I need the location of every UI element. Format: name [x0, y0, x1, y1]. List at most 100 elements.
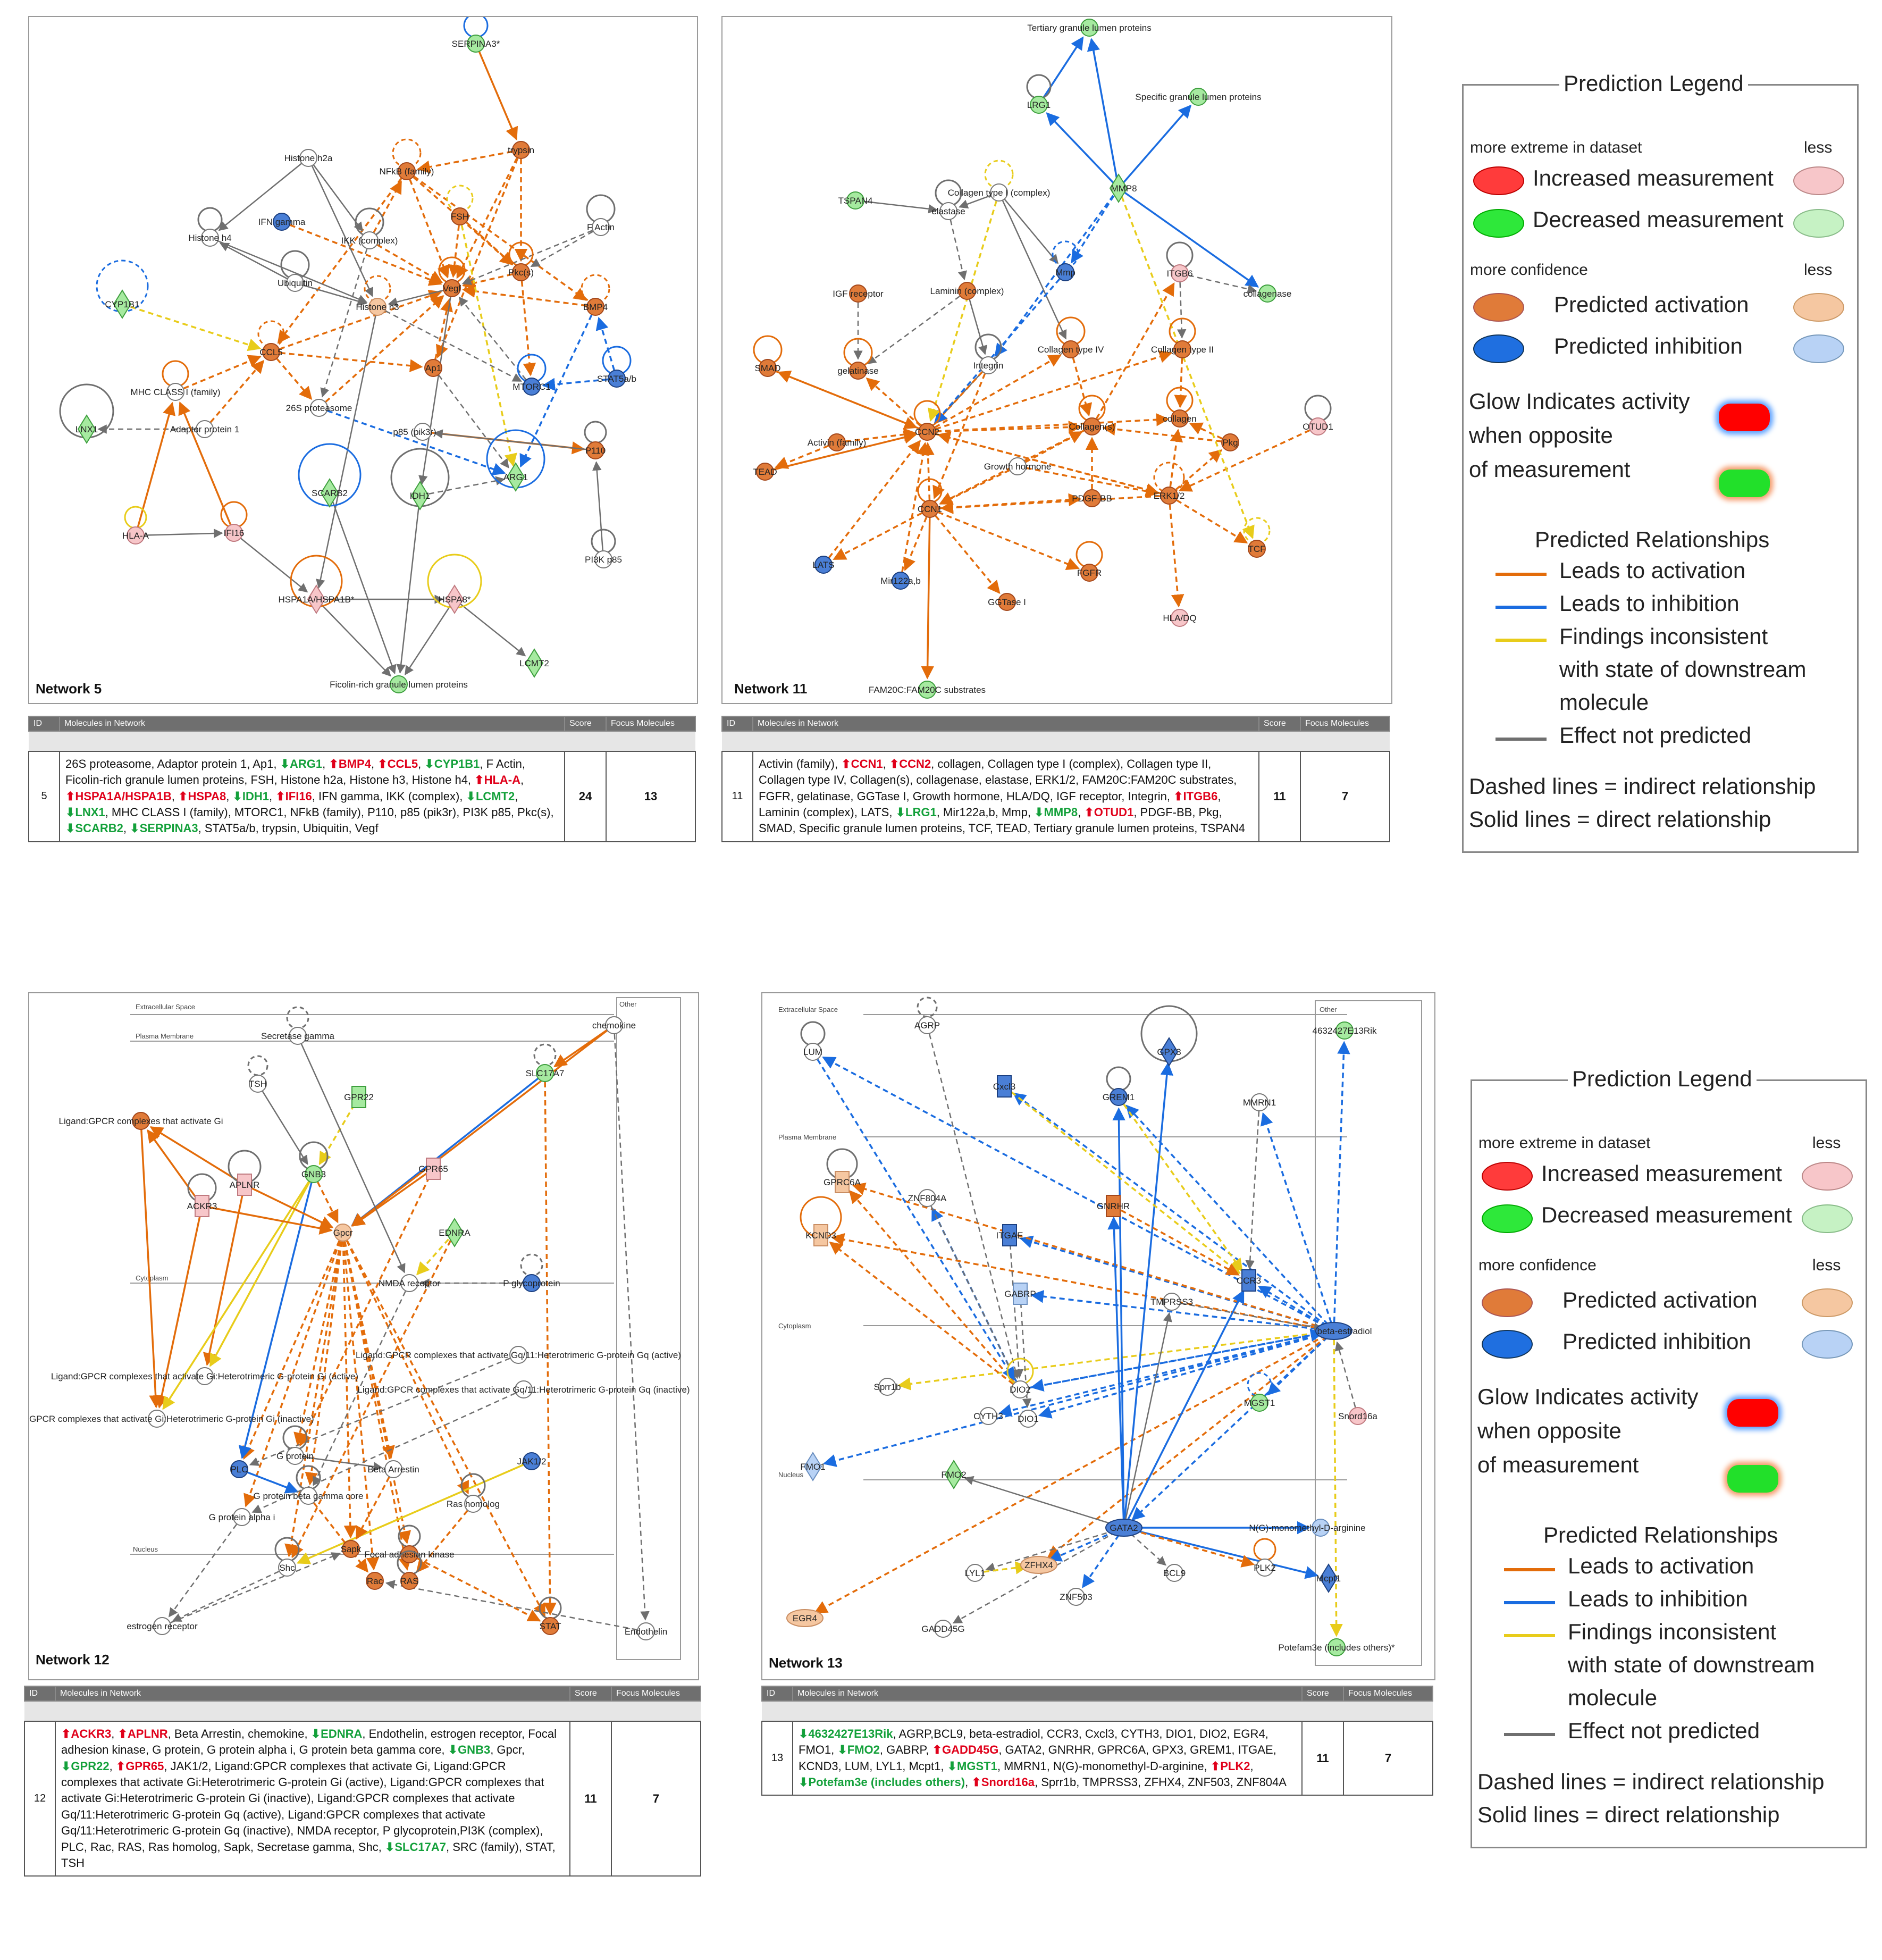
network-node[interactable]: Histone h4: [188, 207, 232, 247]
network-node[interactable]: TSPAN4: [838, 191, 873, 210]
network-node[interactable]: Laminin (complex): [930, 282, 1004, 300]
network-node[interactable]: TMPRSS3: [1150, 1293, 1193, 1311]
network-node[interactable]: GPRC6A: [824, 1148, 861, 1193]
network-node[interactable]: HLA/DQ: [1163, 609, 1197, 627]
network-node[interactable]: collagen: [1163, 387, 1197, 428]
network-node[interactable]: Ligand:GPCR complexes that activate Gi:H…: [29, 1410, 314, 1428]
network-node[interactable]: IFN gamma: [258, 213, 306, 231]
network-node[interactable]: Ligand:GPCR complexes that activate Gi: [59, 1112, 223, 1130]
network-node[interactable]: ZNF804A: [908, 1189, 947, 1207]
network-node[interactable]: collagenase: [1244, 284, 1292, 303]
network-node[interactable]: LUM: [800, 1021, 826, 1061]
network-node[interactable]: LRG1: [1026, 74, 1052, 114]
network-node[interactable]: estrogen receptor: [127, 1617, 198, 1635]
network-node[interactable]: FMO2: [941, 1460, 967, 1489]
network-node[interactable]: Ficolin-rich granule lumen proteins: [330, 675, 468, 693]
network-node[interactable]: SLC17A7: [526, 1043, 565, 1082]
network-node[interactable]: GPX3: [1140, 1005, 1198, 1067]
network-node[interactable]: G protein: [276, 1425, 314, 1465]
network-node[interactable]: RAS: [397, 1550, 422, 1590]
network-node[interactable]: IFI16: [220, 501, 248, 542]
network-graph-b[interactable]: Tertiary granule lumen proteinsLRG1Speci…: [722, 17, 1391, 703]
network-node[interactable]: Snord16a: [1338, 1407, 1377, 1425]
network-node[interactable]: Sapk: [341, 1540, 362, 1558]
network-node[interactable]: CCN1: [917, 478, 943, 518]
network-node[interactable]: Adaptor protein 1: [170, 420, 239, 438]
network-node[interactable]: Pkg: [1221, 433, 1239, 451]
network-node[interactable]: LATS: [812, 556, 835, 574]
network-node[interactable]: FMO1: [800, 1452, 826, 1481]
network-node[interactable]: NMDA receptor: [379, 1274, 441, 1292]
network-node[interactable]: Ubiquitin: [278, 250, 313, 292]
network-node[interactable]: GPR22: [344, 1086, 374, 1108]
network-node[interactable]: ITGB6: [1166, 241, 1194, 282]
network-node[interactable]: Collagen type I (complex): [948, 160, 1051, 202]
network-node[interactable]: MHC CLASS I (family): [130, 360, 221, 401]
network-node[interactable]: ARG1: [486, 429, 545, 492]
network-node[interactable]: ITGAE: [996, 1224, 1023, 1246]
network-node[interactable]: CCL5: [257, 320, 285, 361]
network-node[interactable]: STAT: [539, 1596, 562, 1635]
network-node[interactable]: P110: [584, 421, 607, 459]
network-node[interactable]: TEAD: [753, 463, 777, 481]
network-node[interactable]: ERK1/2: [1153, 462, 1185, 505]
network-node[interactable]: CCN2: [913, 400, 941, 441]
network-node[interactable]: Rac: [366, 1572, 384, 1590]
network-node[interactable]: Shc: [274, 1537, 300, 1577]
network-node[interactable]: GADD45G: [921, 1620, 965, 1638]
network-node[interactable]: Potefam3e (includes others)*: [1278, 1638, 1395, 1656]
network-node[interactable]: Ligand:GPCR complexes that activate Gi:H…: [51, 1367, 358, 1385]
network-node[interactable]: LNX1: [59, 383, 114, 444]
network-node[interactable]: GPR65: [418, 1158, 448, 1180]
network-node[interactable]: GNB3: [299, 1141, 329, 1183]
network-node[interactable]: N(G)-monomethyl-D-arginine: [1249, 1519, 1366, 1537]
network-node[interactable]: Collagen(s): [1069, 395, 1115, 435]
network-node[interactable]: IKK (complex): [341, 207, 398, 249]
network-node[interactable]: LYL1: [965, 1564, 985, 1582]
network-node[interactable]: CYTH3: [973, 1407, 1003, 1425]
network-node[interactable]: Ligand:GPCR complexes that activate Gq/1…: [356, 1346, 681, 1364]
network-node[interactable]: SMAD: [753, 335, 783, 377]
network-node[interactable]: Histone h2a: [284, 149, 333, 167]
network-node[interactable]: Pkc(s): [508, 241, 534, 281]
network-node[interactable]: PDGF-BB: [1072, 489, 1112, 507]
network-node[interactable]: Growth hormone: [984, 457, 1052, 475]
network-node[interactable]: BCL9: [1163, 1564, 1186, 1582]
network-node[interactable]: Vegf: [438, 256, 466, 297]
network-node[interactable]: Focal adhesion kinase: [364, 1525, 455, 1563]
network-node[interactable]: IDH1: [390, 448, 450, 510]
network-node[interactable]: EDNRA: [439, 1218, 470, 1247]
network-node[interactable]: 26S proteasome: [286, 399, 352, 417]
network-node[interactable]: Ras homolog: [447, 1473, 500, 1513]
network-node[interactable]: GATA2: [1105, 1519, 1142, 1537]
network-node[interactable]: Beta Arrestin: [367, 1460, 419, 1478]
network-node[interactable]: GABRP: [1004, 1283, 1036, 1305]
network-node[interactable]: DIO2: [1006, 1358, 1034, 1398]
network-node[interactable]: Integrin: [973, 333, 1004, 374]
network-node[interactable]: Mcpt1: [1316, 1563, 1341, 1593]
network-node[interactable]: HSPA1A/HSPA1B*: [279, 555, 355, 614]
network-node[interactable]: GNRHR: [1097, 1195, 1130, 1217]
network-node[interactable]: Activin (family): [808, 433, 867, 451]
network-node[interactable]: KCND3: [800, 1196, 842, 1246]
network-node[interactable]: P glycoprotein: [503, 1253, 560, 1292]
network-node[interactable]: G protein alpha i: [209, 1508, 275, 1526]
network-node[interactable]: NFkB (family): [380, 138, 434, 180]
network-node[interactable]: PLC: [230, 1460, 248, 1478]
network-node[interactable]: Specific granule lumen proteins: [1135, 88, 1262, 106]
network-node[interactable]: GREM1: [1103, 1066, 1135, 1106]
network-node[interactable]: elastase: [931, 179, 965, 220]
network-node[interactable]: EGR4: [786, 1609, 824, 1627]
network-node[interactable]: 4632427E13Rik: [1313, 1021, 1377, 1040]
network-node[interactable]: STAT5a/b: [597, 346, 636, 388]
network-node[interactable]: TSH: [247, 1055, 268, 1093]
network-node[interactable]: beta-estradiol: [1315, 1322, 1372, 1340]
network-node[interactable]: p85 (pik3r): [393, 423, 436, 441]
network-node[interactable]: Sprr1b: [873, 1378, 901, 1396]
network-node[interactable]: Endothelin: [625, 1622, 667, 1640]
network-node[interactable]: ZFHX4: [1020, 1556, 1057, 1574]
network-node[interactable]: G protein beta gamma core: [254, 1465, 364, 1505]
